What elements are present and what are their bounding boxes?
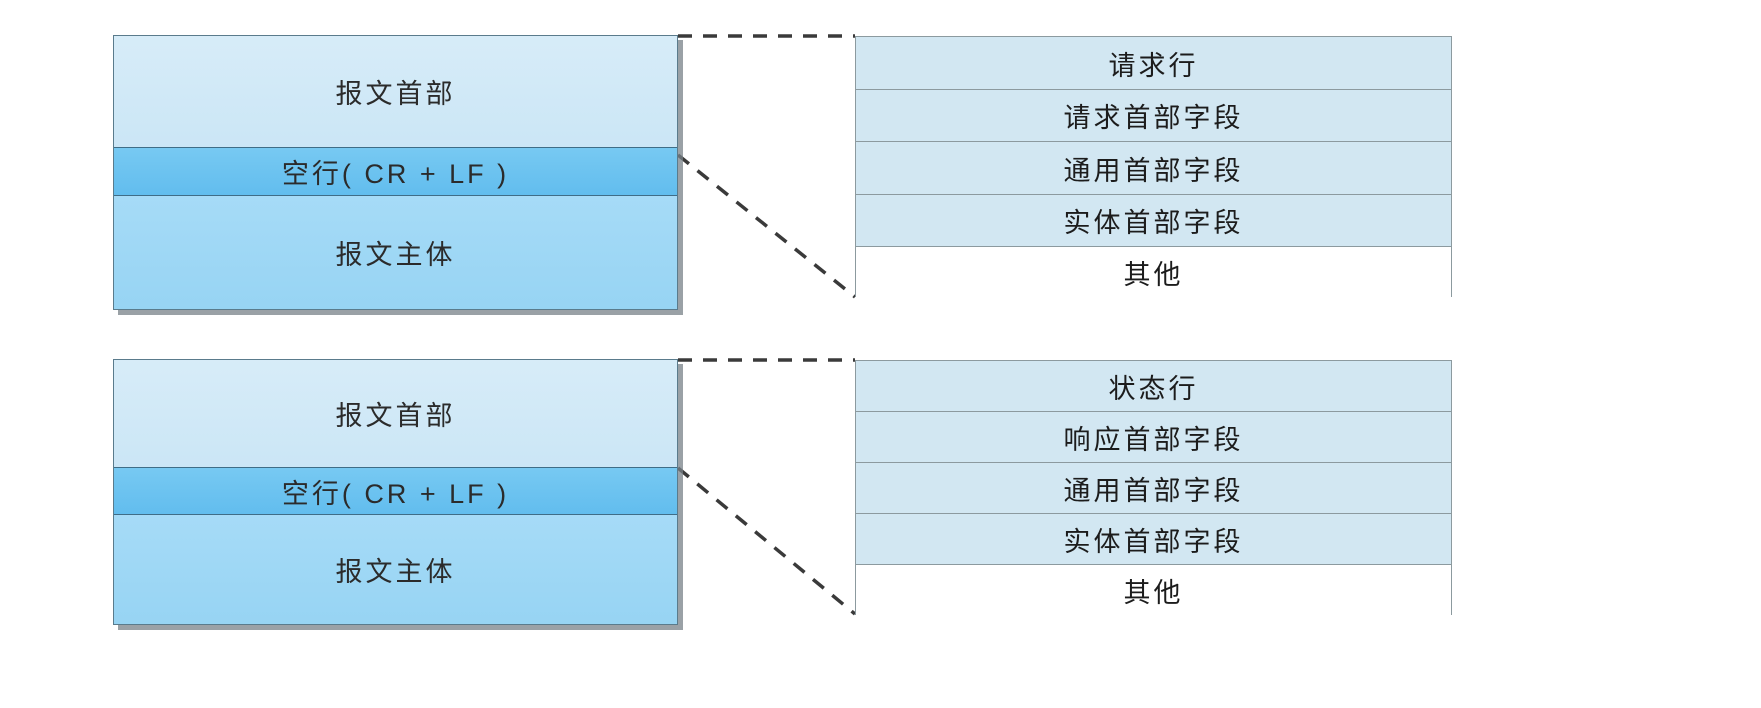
response-detail-label-status-line: 状态行 <box>1108 373 1199 404</box>
response-detail-row-status-line: 状态行 <box>856 361 1451 412</box>
response-detail-label-entity-headers: 实体首部字段 <box>1063 526 1244 557</box>
request-detail-label-general-headers: 通用首部字段 <box>1063 155 1244 186</box>
response-message-header-row: 报文首部 <box>114 360 677 468</box>
response-connector-diagonal <box>676 466 857 616</box>
http-request-header-detail-table: 请求行 请求首部字段 通用首部字段 实体首部字段 其他 <box>855 36 1452 298</box>
response-detail-label-general-headers: 通用首部字段 <box>1063 475 1244 506</box>
request-detail-row-entity-headers: 实体首部字段 <box>856 195 1451 247</box>
response-detail-row-entity-headers: 实体首部字段 <box>856 514 1451 565</box>
request-connector-diagonal <box>676 153 857 299</box>
response-detail-row-other: 其他 <box>856 565 1451 616</box>
response-detail-label-response-headers: 响应首部字段 <box>1063 424 1244 455</box>
response-message-header-label: 报文首部 <box>335 401 456 431</box>
request-message-body-label: 报文主体 <box>335 240 456 270</box>
response-message-body-label: 报文主体 <box>335 557 456 587</box>
request-detail-label-request-headers: 请求首部字段 <box>1063 103 1244 133</box>
request-detail-label-entity-headers: 实体首部字段 <box>1063 208 1244 238</box>
http-response-header-detail-table: 状态行 响应首部字段 通用首部字段 实体首部字段 其他 <box>855 360 1452 616</box>
response-detail-row-response-headers: 响应首部字段 <box>856 412 1451 463</box>
request-message-body-row: 报文主体 <box>114 196 677 309</box>
request-message-header-label: 报文首部 <box>335 79 456 109</box>
request-detail-label-request-line: 请求行 <box>1108 50 1199 81</box>
request-blank-line-label: 空行( CR + LF ) <box>281 159 510 189</box>
request-detail-row-request-line: 请求行 <box>856 37 1451 90</box>
request-detail-row-other: 其他 <box>856 247 1451 298</box>
request-message-header-row: 报文首部 <box>114 36 677 148</box>
request-detail-label-other: 其他 <box>1123 260 1184 290</box>
response-detail-label-other: 其他 <box>1123 578 1184 608</box>
http-response-message-box: 报文首部 空行( CR + LF ) 报文主体 <box>113 359 678 625</box>
request-blank-line-row: 空行( CR + LF ) <box>114 148 677 196</box>
http-request-message-box: 报文首部 空行( CR + LF ) 报文主体 <box>113 35 678 310</box>
request-detail-row-general-headers: 通用首部字段 <box>856 142 1451 195</box>
response-blank-line-label: 空行( CR + LF ) <box>281 478 510 509</box>
response-blank-line-row: 空行( CR + LF ) <box>114 468 677 515</box>
response-detail-row-general-headers: 通用首部字段 <box>856 463 1451 514</box>
request-detail-row-request-headers: 请求首部字段 <box>856 90 1451 142</box>
response-message-body-row: 报文主体 <box>114 515 677 624</box>
